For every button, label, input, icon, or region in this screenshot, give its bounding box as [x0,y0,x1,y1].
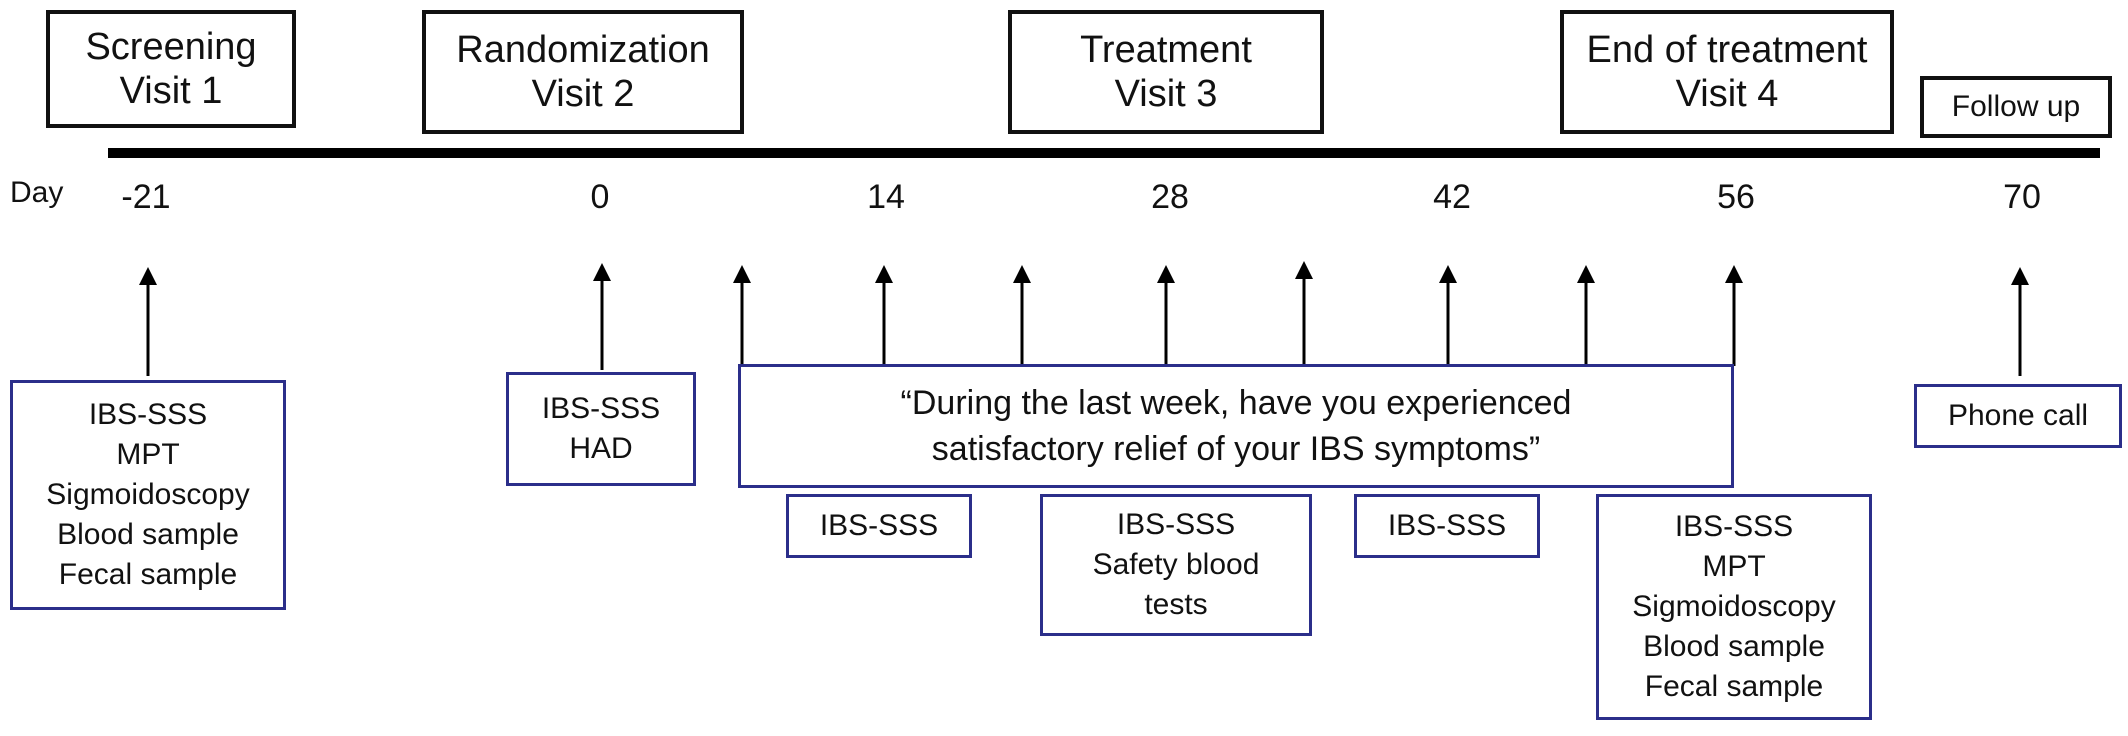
note-day-14: IBS-SSS [786,494,972,558]
note-line: Fecal sample [1644,670,1824,703]
visit-title: Screening [85,26,257,68]
note-line: IBS-SSS [541,392,661,425]
note-line: HAD [569,432,633,465]
tick-label: 42 [1433,178,1471,216]
note-day-42: IBS-SSS [1354,494,1540,558]
visit-box-screening: Screening Visit 1 [46,10,296,128]
question-line: satisfactory relief of your IBS symptoms… [931,430,1541,468]
visit-title: Follow up [1951,90,2081,123]
note-line: Blood sample [1643,630,1825,663]
note-line: Safety blood [1092,548,1260,581]
note-line: Blood sample [57,518,239,551]
note-line: Fecal sample [58,558,238,591]
note-follow-up: Phone call [1914,384,2122,448]
visit-box-randomization: Randomization Visit 2 [422,10,744,134]
question-line: “During the last week, have you experien… [900,384,1572,422]
visit-number: Visit 2 [531,73,635,115]
tick-label: 70 [2003,178,2041,216]
visit-number: Visit 1 [119,70,223,112]
visit-title: Treatment [1080,29,1252,71]
note-randomization: IBS-SSS HAD [506,372,696,486]
tick-label: 14 [867,178,905,216]
note-line: IBS-SSS [88,398,208,431]
visit-title: End of treatment [1586,29,1868,71]
note-line: tests [1144,588,1208,621]
note-line: MPT [1702,550,1766,583]
timeline-line [108,148,2100,158]
visit-box-follow-up: Follow up [1920,76,2112,138]
note-line: Phone call [1947,399,2089,432]
tick-label: 56 [1717,178,1755,216]
note-line: MPT [116,438,180,471]
note-line: IBS-SSS [1116,508,1236,541]
note-line: Sigmoidoscopy [1632,590,1836,623]
note-screening: IBS-SSS MPT Sigmoidoscopy Blood sample F… [10,380,286,610]
axis-label-day: Day [10,176,64,209]
visit-box-end-of-treatment: End of treatment Visit 4 [1560,10,1894,134]
note-day-28: IBS-SSS Safety blood tests [1040,494,1312,636]
visit-number: Visit 4 [1675,73,1779,115]
note-line: Sigmoidoscopy [46,478,250,511]
visit-box-treatment: Treatment Visit 3 [1008,10,1324,134]
note-line: IBS-SSS [1674,510,1794,543]
note-line: IBS-SSS [819,509,939,542]
tick-label: 0 [590,178,610,216]
note-end-of-treatment: IBS-SSS MPT Sigmoidoscopy Blood sample F… [1596,494,1872,720]
note-line: IBS-SSS [1387,509,1507,542]
visit-number: Visit 3 [1114,73,1218,115]
note-weekly-question: “During the last week, have you experien… [738,364,1734,488]
tick-label: 28 [1151,178,1189,216]
visit-title: Randomization [456,29,710,71]
tick-label: -21 [121,178,171,216]
